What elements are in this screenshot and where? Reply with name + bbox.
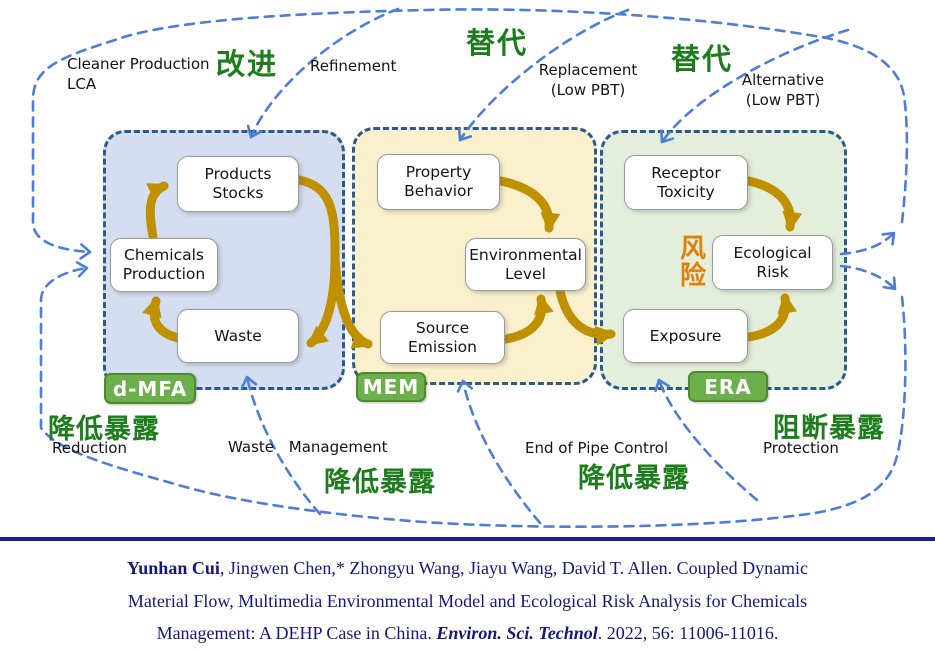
- node-exposure: Exposure: [623, 309, 748, 363]
- node-environmental-level: Environmental Level: [465, 238, 586, 291]
- block-exposure-zh-label: 阻断暴露: [773, 413, 885, 444]
- reduce-exposure-zh-2-label: 降低暴露: [324, 467, 436, 498]
- end-of-pipe-label: End of Pipe Control: [525, 439, 669, 457]
- citation-line-3-pre: Management: A DEHP Case in China.: [156, 623, 437, 643]
- separator-rule: [0, 537, 935, 541]
- citation-journal: Environ. Sci. Technol: [436, 623, 598, 643]
- citation-line-3: Management: A DEHP Case in China. Enviro…: [30, 617, 905, 650]
- node-products-stocks: Products Stocks: [177, 156, 299, 212]
- risk-zh-label: 风 险: [679, 234, 706, 291]
- blue-arrow-risk-to-bottom-loop: [839, 264, 897, 291]
- citation-line-3-rest: . 2022, 56: 11006-11016.: [597, 623, 779, 643]
- dmfa-tag: d-MFA: [104, 373, 196, 404]
- citation-line-1-rest: , Jingwen Chen,* Zhongyu Wang, Jiayu Wan…: [219, 558, 809, 578]
- reduce-exposure-zh-3-label: 降低暴露: [578, 463, 690, 494]
- node-source-emission: Source Emission: [380, 311, 505, 364]
- cleaner-production-label: Cleaner Production LCA: [67, 55, 210, 93]
- replace-zh-2-label: 替代: [671, 42, 734, 76]
- blue-arrow-risk-to-top-loop: [839, 231, 896, 256]
- improve-zh-label: 改进: [216, 47, 279, 81]
- alternative-label: Alternative (Low PBT): [741, 71, 825, 109]
- node-receptor-toxicity: Receptor Toxicity: [624, 155, 748, 210]
- refinement-label: Refinement: [310, 57, 397, 75]
- node-ecological-risk: Ecological Risk: [712, 235, 833, 290]
- replace-zh-1-label: 替代: [466, 26, 529, 60]
- reduce-exposure-zh-1-label: 降低暴露: [48, 414, 160, 445]
- node-waste: Waste: [177, 309, 299, 363]
- replacement-label: Replacement (Low PBT): [538, 61, 638, 99]
- citation-author-bold: Yunhan Cui: [126, 558, 220, 578]
- node-property-behavior: Property Behavior: [377, 154, 500, 210]
- waste-management-label: Waste Management: [228, 438, 388, 456]
- mem-tag: MEM: [356, 372, 426, 402]
- citation-block: Yunhan Cui, Jingwen Chen,* Zhongyu Wang,…: [30, 552, 905, 650]
- reduction-label: Reduction: [52, 439, 127, 457]
- protection-label: Protection: [763, 439, 839, 457]
- citation-line-1: Yunhan Cui, Jingwen Chen,* Zhongyu Wang,…: [30, 552, 905, 585]
- citation-line-2: Material Flow, Multimedia Environmental …: [127, 590, 808, 611]
- node-chemicals-production: Chemicals Production: [110, 238, 218, 292]
- era-tag: ERA: [688, 371, 768, 402]
